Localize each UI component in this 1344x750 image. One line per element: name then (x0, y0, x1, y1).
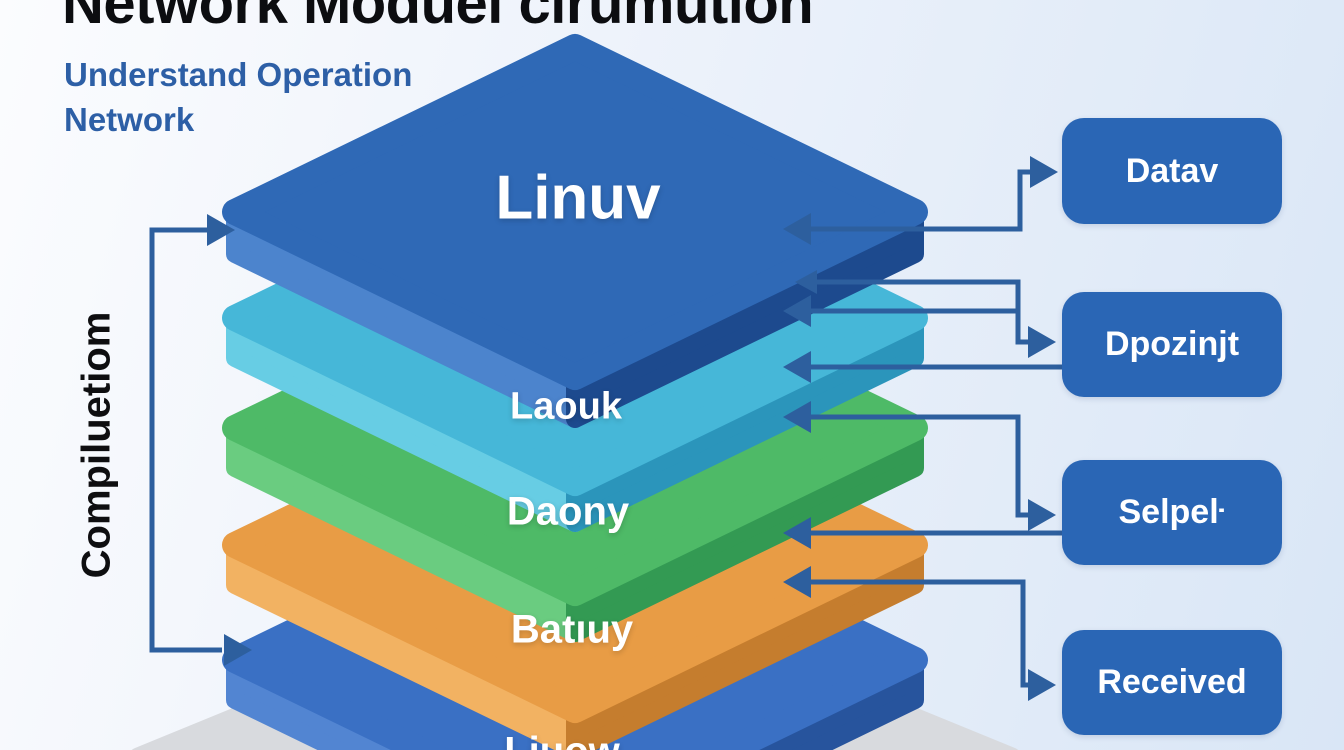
connector-datav-right-arrowhead (1030, 156, 1058, 188)
left-bracket-line (149, 227, 222, 653)
side-box-datav-label: Datav (1125, 151, 1219, 190)
side-box-selpel-label: Selpeŀ (1118, 493, 1226, 531)
layer-label-batiuy: Batıuy (510, 607, 634, 652)
connector-selpel-line-a (810, 414, 1034, 518)
connector-datav (783, 156, 1058, 245)
connector-dpozinjt-right-arrowhead (1028, 326, 1056, 358)
side-box-dpozinjt: Dpozinjt (1062, 292, 1282, 397)
layer-label-linuv: Linuv (495, 163, 661, 233)
connector-dpozinjt-arrowhead-b (783, 295, 811, 327)
connector-datav-line (810, 169, 1036, 232)
connector-received (783, 566, 1056, 701)
layer-label-laouk: Laouk (510, 385, 622, 428)
left-bracket-bottom-arrowhead (224, 634, 252, 666)
side-box-dpozinjt-label: Dpozinjt (1104, 325, 1240, 363)
layer-1-shape (222, 34, 928, 428)
layer-label-daony: Daony (506, 489, 630, 534)
side-box-received: Received (1062, 630, 1282, 735)
connector-dpozinjt-arrowhead-c (783, 351, 811, 383)
connector-selpel-arrowhead-a (783, 401, 811, 433)
subtitle-line-1: Understand Operation (64, 56, 413, 93)
left-bracket-connector (149, 214, 252, 666)
connector-datav-left-arrowhead (783, 213, 811, 245)
vertical-axis-label: Compiluetiom (74, 311, 119, 579)
subtitle: Understand Operation Network (64, 52, 412, 142)
connector-received-left-arrowhead (783, 566, 811, 598)
connector-selpel-right-arrowhead (1028, 499, 1056, 531)
side-box-received-label: Received (1097, 663, 1247, 701)
connector-selpel (783, 401, 1062, 549)
connector-selpel-arrowhead-b (783, 517, 811, 549)
subtitle-line-2: Network (64, 101, 195, 138)
connector-received-right-arrowhead (1028, 669, 1056, 701)
side-box-selpel: Selpeŀ (1062, 460, 1282, 565)
layer-label-bottom: Liuow (504, 730, 620, 750)
left-bracket-top-arrowhead (207, 214, 235, 246)
layer-1-top-face (222, 34, 928, 390)
connector-dpozinjt-arrowhead-a (795, 270, 817, 294)
connector-dpozinjt (783, 270, 1062, 383)
side-box-datav: Datav (1062, 118, 1282, 224)
page-title: Network Moduel cirumution (62, 0, 814, 36)
